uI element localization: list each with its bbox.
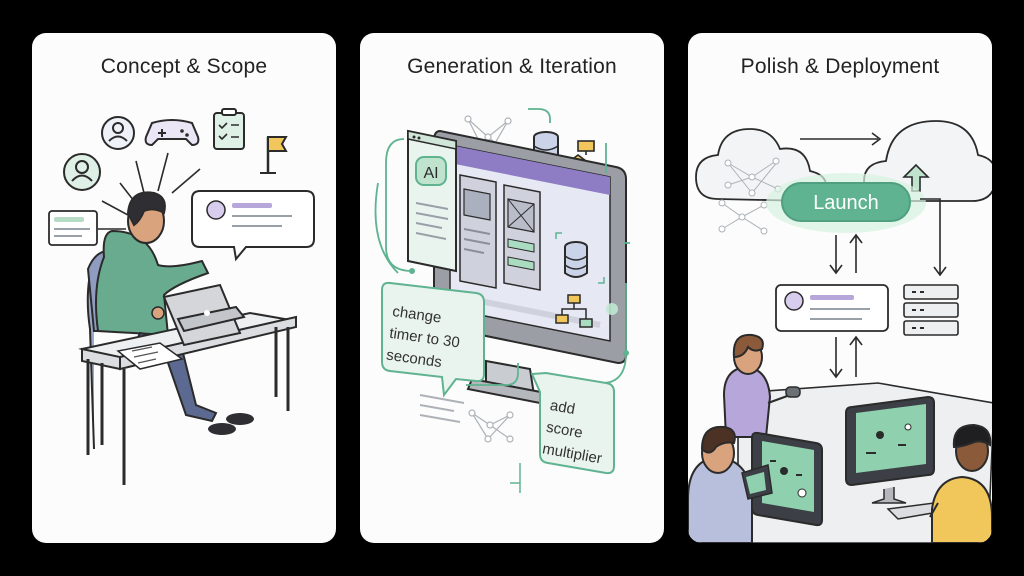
ai-badge-label: AI — [423, 165, 438, 182]
panel-polish-deployment: Polish & Deployment Launch — [688, 33, 992, 543]
hierarchy-chart-icon — [555, 294, 593, 328]
panel-generation-iteration: Generation & Iteration — [360, 33, 664, 543]
neural-network-icon-bottom — [468, 409, 514, 443]
note-card-icon — [48, 210, 98, 246]
generation-illustration: AI — [374, 108, 630, 493]
laptop-icon — [162, 283, 246, 347]
database-on-screen-icon — [555, 232, 605, 284]
ai-assistant-panel — [407, 129, 457, 273]
user-profile-card — [775, 284, 889, 332]
panel-title-concept: Concept & Scope — [100, 55, 268, 78]
avatar-green-icon — [63, 153, 101, 191]
server-stack-icon — [903, 284, 959, 336]
prompt-bubble-1 — [381, 281, 485, 398]
gaming-monitor — [845, 395, 946, 520]
panel-title-polish: Polish & Deployment — [740, 55, 940, 78]
concept-illustration — [48, 108, 315, 485]
prompt-text-1: change timer to 30 seconds — [385, 302, 461, 372]
neural-network-icon-launch — [718, 199, 768, 235]
checklist-clipboard-icon — [213, 108, 245, 150]
prompt-bubble-2 — [530, 371, 615, 475]
flag-icon — [260, 136, 288, 174]
launch-button[interactable] — [781, 182, 911, 222]
launch-button-label: Launch — [813, 192, 879, 214]
tablet-device — [741, 431, 823, 527]
person-at-desk — [86, 191, 254, 450]
user-circle-icon — [101, 116, 135, 150]
deployment-illustration: Launch — [688, 120, 992, 543]
prompt-text-2: add score multiplier — [541, 396, 604, 468]
person-with-tablet — [688, 425, 753, 543]
person-with-controller — [722, 333, 801, 438]
panel-title-generation: Generation & Iteration — [407, 55, 617, 78]
person-at-computer — [929, 423, 992, 543]
gamepad-icon — [144, 119, 200, 147]
idea-speech-bubble — [191, 190, 315, 262]
panel-concept-scope: Concept & Scope — [32, 33, 336, 543]
